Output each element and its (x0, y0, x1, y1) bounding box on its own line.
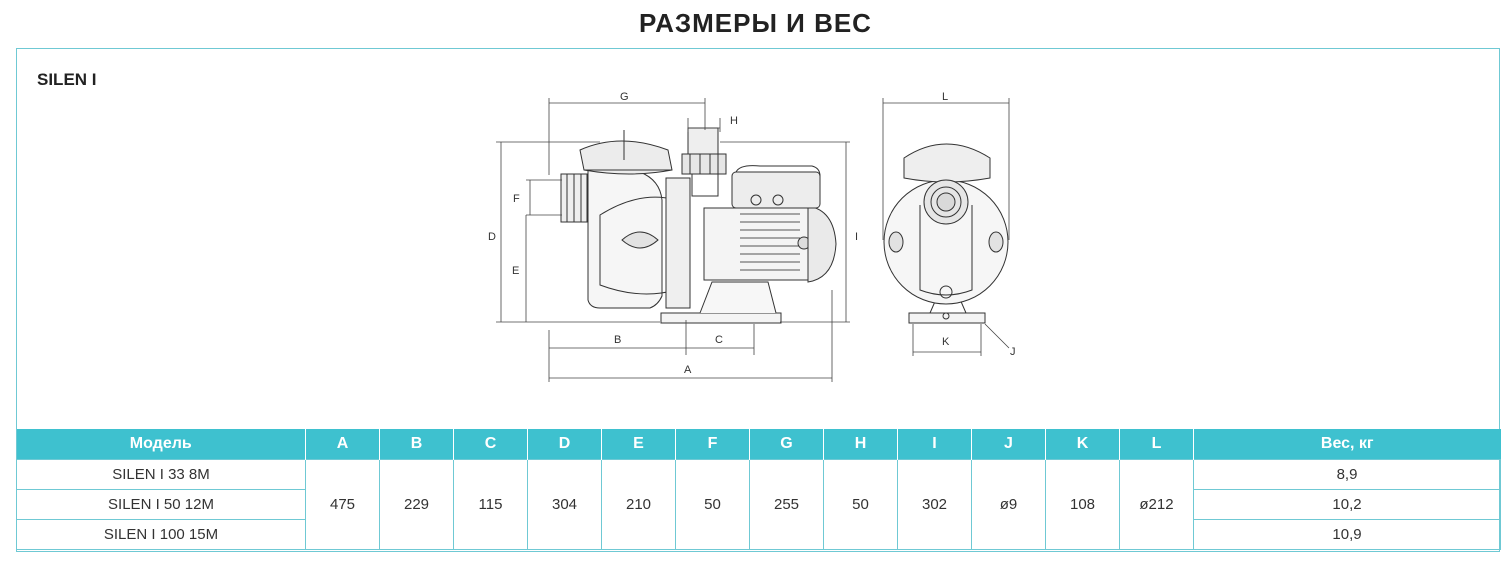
table-row: SILEN I 100 15M 10,9 (16, 518, 1501, 550)
value-b: 229 (379, 458, 454, 550)
value-d: 304 (527, 458, 602, 550)
dim-label-e: E (512, 265, 519, 277)
value-g: 255 (749, 458, 824, 550)
value-k: 108 (1045, 458, 1120, 550)
weight-cell: 8,9 (1193, 458, 1501, 490)
model-cell: SILEN I 33 8M (16, 458, 306, 490)
dim-label-c: C (715, 334, 723, 346)
value-c: 115 (453, 458, 528, 550)
header-g: G (749, 429, 824, 459)
header-model: Модель (16, 429, 306, 459)
value-h: 50 (823, 458, 898, 550)
value-e: 210 (601, 458, 676, 550)
dimensions-weight-table: Модель A B C D E F G H I J K L Вес, кг S… (16, 429, 1501, 550)
table-header-row: Модель A B C D E F G H I J K L Вес, кг (16, 429, 1501, 459)
model-cell: SILEN I 50 12M (16, 488, 306, 520)
dim-label-i: I (855, 231, 858, 243)
header-b: B (379, 429, 454, 459)
dim-label-d: D (488, 231, 496, 243)
dim-label-a: A (684, 364, 692, 376)
page-title: РАЗМЕРЫ И ВЕС (639, 8, 872, 38)
value-a: 475 (305, 458, 380, 550)
weight-cell: 10,2 (1193, 488, 1501, 520)
header-d: D (527, 429, 602, 459)
header-a: A (305, 429, 380, 459)
model-title: SILEN I (37, 70, 97, 89)
header-i: I (897, 429, 972, 459)
dim-label-f: F (513, 193, 520, 205)
header-c: C (453, 429, 528, 459)
value-l: ø212 (1119, 458, 1194, 550)
dim-label-k: K (942, 336, 950, 348)
dim-label-b: B (614, 334, 621, 346)
header-l: L (1119, 429, 1194, 459)
value-j: ø9 (971, 458, 1046, 550)
header-f: F (675, 429, 750, 459)
dim-label-g: G (620, 91, 629, 103)
dim-label-j: J (1010, 346, 1016, 358)
header-j: J (971, 429, 1046, 459)
header-k: K (1045, 429, 1120, 459)
diagram-frame (16, 48, 1500, 552)
header-h: H (823, 429, 898, 459)
value-i: 302 (897, 458, 972, 550)
weight-cell: 10,9 (1193, 518, 1501, 550)
value-f: 50 (675, 458, 750, 550)
header-e: E (601, 429, 676, 459)
dim-label-l: L (942, 91, 948, 103)
dim-label-h: H (730, 115, 738, 127)
pump-dimension-diagram: G H D E F I B C A L K J (488, 91, 1016, 382)
table-row: SILEN I 33 8M 475 229 115 304 210 50 255… (16, 458, 1501, 550)
model-cell: SILEN I 100 15M (16, 518, 306, 550)
table-row: SILEN I 50 12M 10,2 (16, 488, 1501, 520)
header-weight: Вес, кг (1193, 429, 1501, 459)
